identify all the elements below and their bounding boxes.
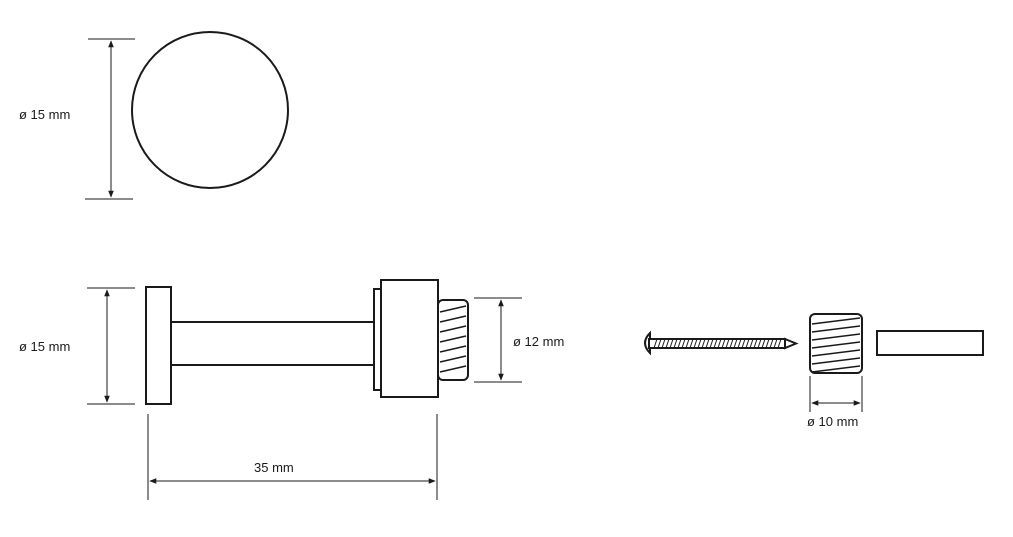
thread-diameter-label: ø 12 mm bbox=[513, 334, 564, 349]
hook-front-circle bbox=[131, 31, 289, 189]
wall-plate bbox=[145, 286, 172, 405]
side-diameter-label: ø 15 mm bbox=[19, 339, 70, 354]
threaded-dowel: ø 10 mm bbox=[807, 313, 863, 429]
end-plug bbox=[876, 330, 984, 356]
hook-thread bbox=[437, 299, 469, 381]
hook-shaft bbox=[170, 321, 377, 366]
front-diameter-label: ø 15 mm bbox=[19, 107, 70, 122]
length-label: 35 mm bbox=[254, 460, 294, 475]
screw bbox=[644, 330, 799, 356]
front-view: ø 15 mm bbox=[19, 31, 289, 200]
side-view: ø 15 mm ø 12 mm 35 mm bbox=[19, 279, 564, 500]
dowel-diameter-label: ø 10 mm bbox=[807, 414, 858, 429]
hook-cap bbox=[380, 279, 439, 398]
fixings: ø 10 mm bbox=[644, 313, 984, 429]
